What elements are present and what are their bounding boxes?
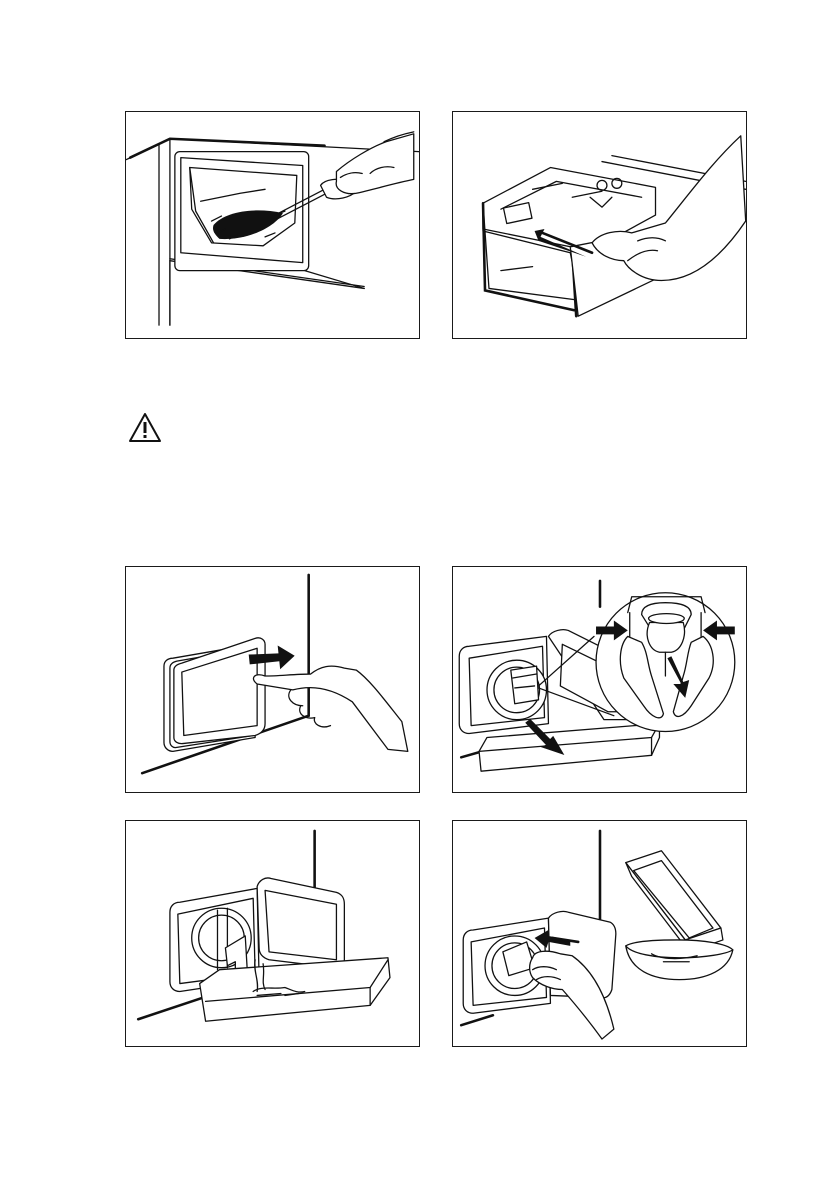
insert-dispenser-drawer-icon: [453, 112, 746, 338]
reinsert-filter-empty-container-icon: [453, 821, 746, 1046]
figure-water-draining: [125, 820, 420, 1047]
water-draining-icon: [126, 821, 419, 1046]
warning-triangle-icon: [127, 411, 163, 445]
figure-insert-drawer: [452, 111, 747, 339]
remove-drain-filter-icon: [453, 567, 746, 792]
brush-cleaning-dispenser-icon: [126, 112, 419, 338]
figure-brush-dispenser: [125, 111, 420, 339]
figure-reinsert-empty: [452, 820, 747, 1047]
figure-press-flap: [125, 566, 420, 793]
figure-remove-filter: [452, 566, 747, 793]
press-pump-flap-icon: [126, 567, 419, 792]
